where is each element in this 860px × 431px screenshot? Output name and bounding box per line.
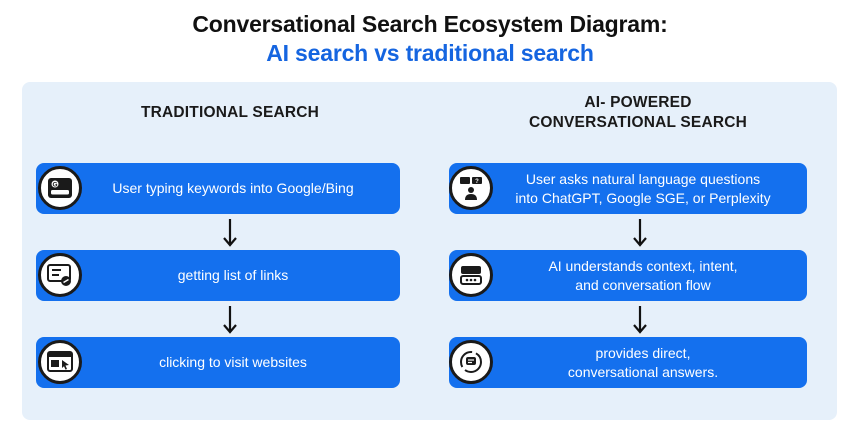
diagram-title: Conversational Search Ecosystem Diagram: <box>192 11 668 37</box>
svg-text:?: ? <box>475 179 479 185</box>
ai-step-3-line2: conversational answers. <box>567 363 719 380</box>
website-click-icon <box>38 340 82 384</box>
traditional-step-1-text: User typing keywords into Google/Bing <box>112 180 354 196</box>
traditional-arrow-2 <box>223 306 237 334</box>
ai-arrow-2 <box>633 306 647 334</box>
svg-text:G: G <box>52 182 57 189</box>
ai-heading-line2: CONVERSATIONAL SEARCH <box>528 114 748 131</box>
ai-step-2-line1: AI understands context, intent, <box>548 257 738 274</box>
conversation-answer-icon <box>449 340 493 384</box>
user-question-icon: ? <box>449 166 493 210</box>
traditional-arrow-1 <box>223 219 237 247</box>
chat-context-icon <box>449 253 493 297</box>
traditional-step-3: clicking to visit websites <box>36 337 400 388</box>
diagram-subtitle: AI search vs traditional search <box>266 40 594 66</box>
ai-heading: AI- POWERED CONVERSATIONAL SEARCH <box>488 93 788 133</box>
traditional-step-3-text: clicking to visit websites <box>159 354 307 370</box>
ai-step-3-line1: provides direct, <box>595 344 691 361</box>
link-list-icon <box>38 253 82 297</box>
ai-heading-line1: AI- POWERED <box>584 94 692 111</box>
ai-step-3: provides direct, conversational answers. <box>449 337 807 388</box>
traditional-heading: TRADITIONAL SEARCH <box>140 104 320 121</box>
ai-step-2: AI understands context, intent, and conv… <box>449 250 807 301</box>
ai-step-1: User asks natural language questions int… <box>449 163 807 214</box>
traditional-step-2: getting list of links <box>36 250 400 301</box>
ai-arrow-1 <box>633 219 647 247</box>
traditional-step-2-text: getting list of links <box>177 267 289 283</box>
ai-step-2-line2: and conversation flow <box>575 276 711 293</box>
ai-step-1-line2: into ChatGPT, Google SGE, or Perplexity <box>515 189 771 206</box>
traditional-step-1: User typing keywords into Google/Bing <box>36 163 400 214</box>
ai-step-1-line1: User asks natural language questions <box>525 170 761 187</box>
google-browser-icon: G <box>38 166 82 210</box>
